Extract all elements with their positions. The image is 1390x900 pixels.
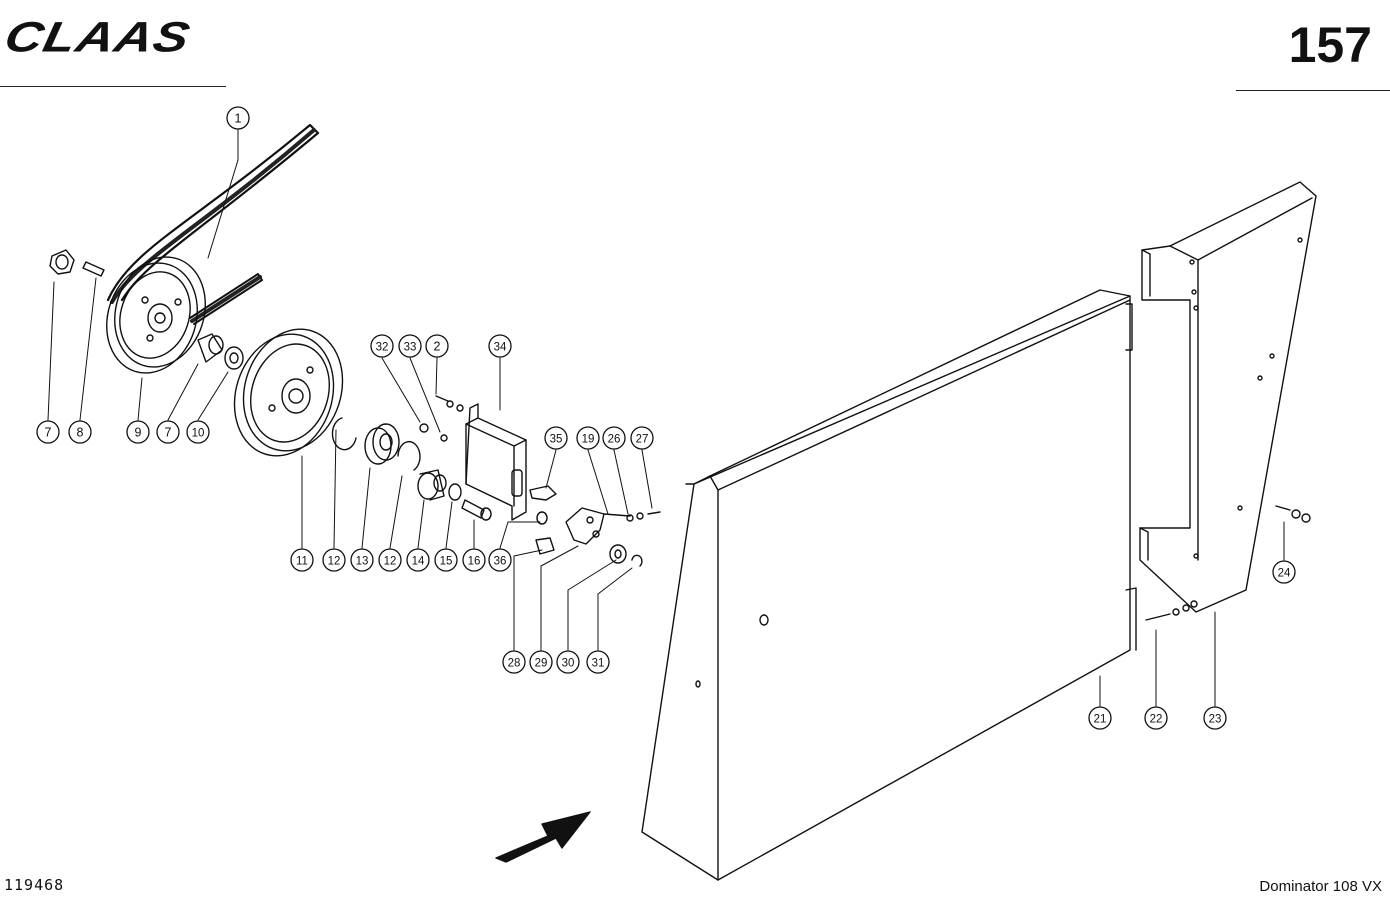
callout-label: 19 — [582, 434, 595, 446]
callout-label: 23 — [1209, 714, 1222, 726]
callout-label: 16 — [468, 556, 481, 568]
nut-cam — [609, 544, 627, 564]
header-rule-right — [1236, 90, 1390, 91]
callout-label: 24 — [1278, 568, 1291, 580]
bushing — [197, 333, 224, 363]
callout-label: 21 — [1094, 714, 1107, 726]
callout-8: 8 — [68, 420, 92, 444]
model-name: Dominator 108 VX — [1259, 878, 1382, 895]
callout-36: 36 — [488, 548, 512, 572]
callout-7: 7 — [36, 420, 60, 444]
callout-34: 34 — [488, 334, 512, 358]
callout-33: 33 — [398, 334, 422, 358]
lever — [565, 507, 661, 545]
bearing — [364, 423, 400, 465]
callout-12: 12 — [322, 548, 346, 572]
callout-30: 30 — [556, 650, 580, 674]
fastener-22 — [1145, 600, 1198, 621]
callout-2: 2 — [425, 334, 449, 358]
callout-19: 19 — [576, 426, 600, 450]
callout-label: 31 — [592, 658, 605, 670]
pawl — [529, 485, 557, 501]
callout-label: 33 — [404, 342, 417, 354]
callout-11: 11 — [290, 548, 314, 572]
callout-1: 1 — [226, 106, 250, 130]
callout-label: 35 — [550, 434, 563, 446]
leader-lines — [47, 129, 1285, 707]
callout-21: 21 — [1088, 706, 1112, 730]
callout-label: 2 — [434, 340, 441, 354]
callout-label: 15 — [440, 556, 453, 568]
callout-14: 14 — [406, 548, 430, 572]
callout-label: 34 — [494, 342, 507, 354]
header-rule-left — [0, 86, 226, 87]
drawing-number: 119468 — [4, 876, 65, 894]
clip — [631, 554, 643, 567]
callout-7: 7 — [156, 420, 180, 444]
callout-label: 1 — [235, 112, 242, 126]
callout-29: 29 — [529, 650, 553, 674]
callout-31: 31 — [586, 650, 610, 674]
callout-label: 28 — [508, 658, 521, 670]
pulley-lower — [233, 328, 344, 457]
callout-32: 32 — [370, 334, 394, 358]
callout-label: 7 — [45, 426, 52, 440]
callout-15: 15 — [434, 548, 458, 572]
callout-label: 13 — [356, 556, 369, 568]
callout-label: 7 — [165, 426, 172, 440]
callout-label: 32 — [376, 342, 389, 354]
circlip-b — [397, 440, 421, 471]
callout-23: 23 — [1203, 706, 1227, 730]
callout-26: 26 — [602, 426, 626, 450]
callout-label: 12 — [328, 556, 341, 568]
side-panel — [641, 289, 1137, 881]
callout-label: 12 — [384, 556, 397, 568]
pulley-upper — [106, 256, 206, 374]
callout-13: 13 — [350, 548, 374, 572]
callout-label: 29 — [535, 658, 548, 670]
callout-label: 36 — [494, 556, 507, 568]
callout-12: 12 — [378, 548, 402, 572]
washer-small — [448, 483, 462, 501]
callout-16: 16 — [462, 548, 486, 572]
callout-label: 30 — [562, 658, 575, 670]
bracket — [465, 403, 527, 521]
bracket-fasteners — [419, 395, 464, 442]
callout-35: 35 — [544, 426, 568, 450]
callout-10: 10 — [186, 420, 210, 444]
washer — [224, 346, 244, 370]
callout-22: 22 — [1144, 706, 1168, 730]
callout-label: 27 — [636, 434, 649, 446]
stud — [535, 537, 555, 555]
nut-left — [49, 249, 75, 275]
direction-arrow-icon — [495, 811, 591, 863]
callout-27: 27 — [630, 426, 654, 450]
callout-label: 22 — [1150, 714, 1163, 726]
bolt — [461, 499, 492, 521]
mounting-plate — [1139, 181, 1317, 613]
callout-28: 28 — [502, 650, 526, 674]
callout-label: 10 — [192, 428, 205, 440]
callout-label: 14 — [412, 556, 425, 568]
v-belt — [106, 123, 320, 325]
fastener-24 — [1275, 505, 1311, 523]
callout-label: 8 — [77, 426, 84, 440]
callout-24: 24 — [1272, 560, 1296, 584]
callout-9: 9 — [126, 420, 150, 444]
page-number: 157 — [1288, 17, 1372, 73]
key — [82, 261, 105, 277]
spacer — [417, 469, 447, 501]
callout-label: 9 — [135, 426, 142, 440]
callout-label: 26 — [608, 434, 621, 446]
callout-label: 11 — [296, 556, 308, 568]
pin — [536, 511, 548, 525]
